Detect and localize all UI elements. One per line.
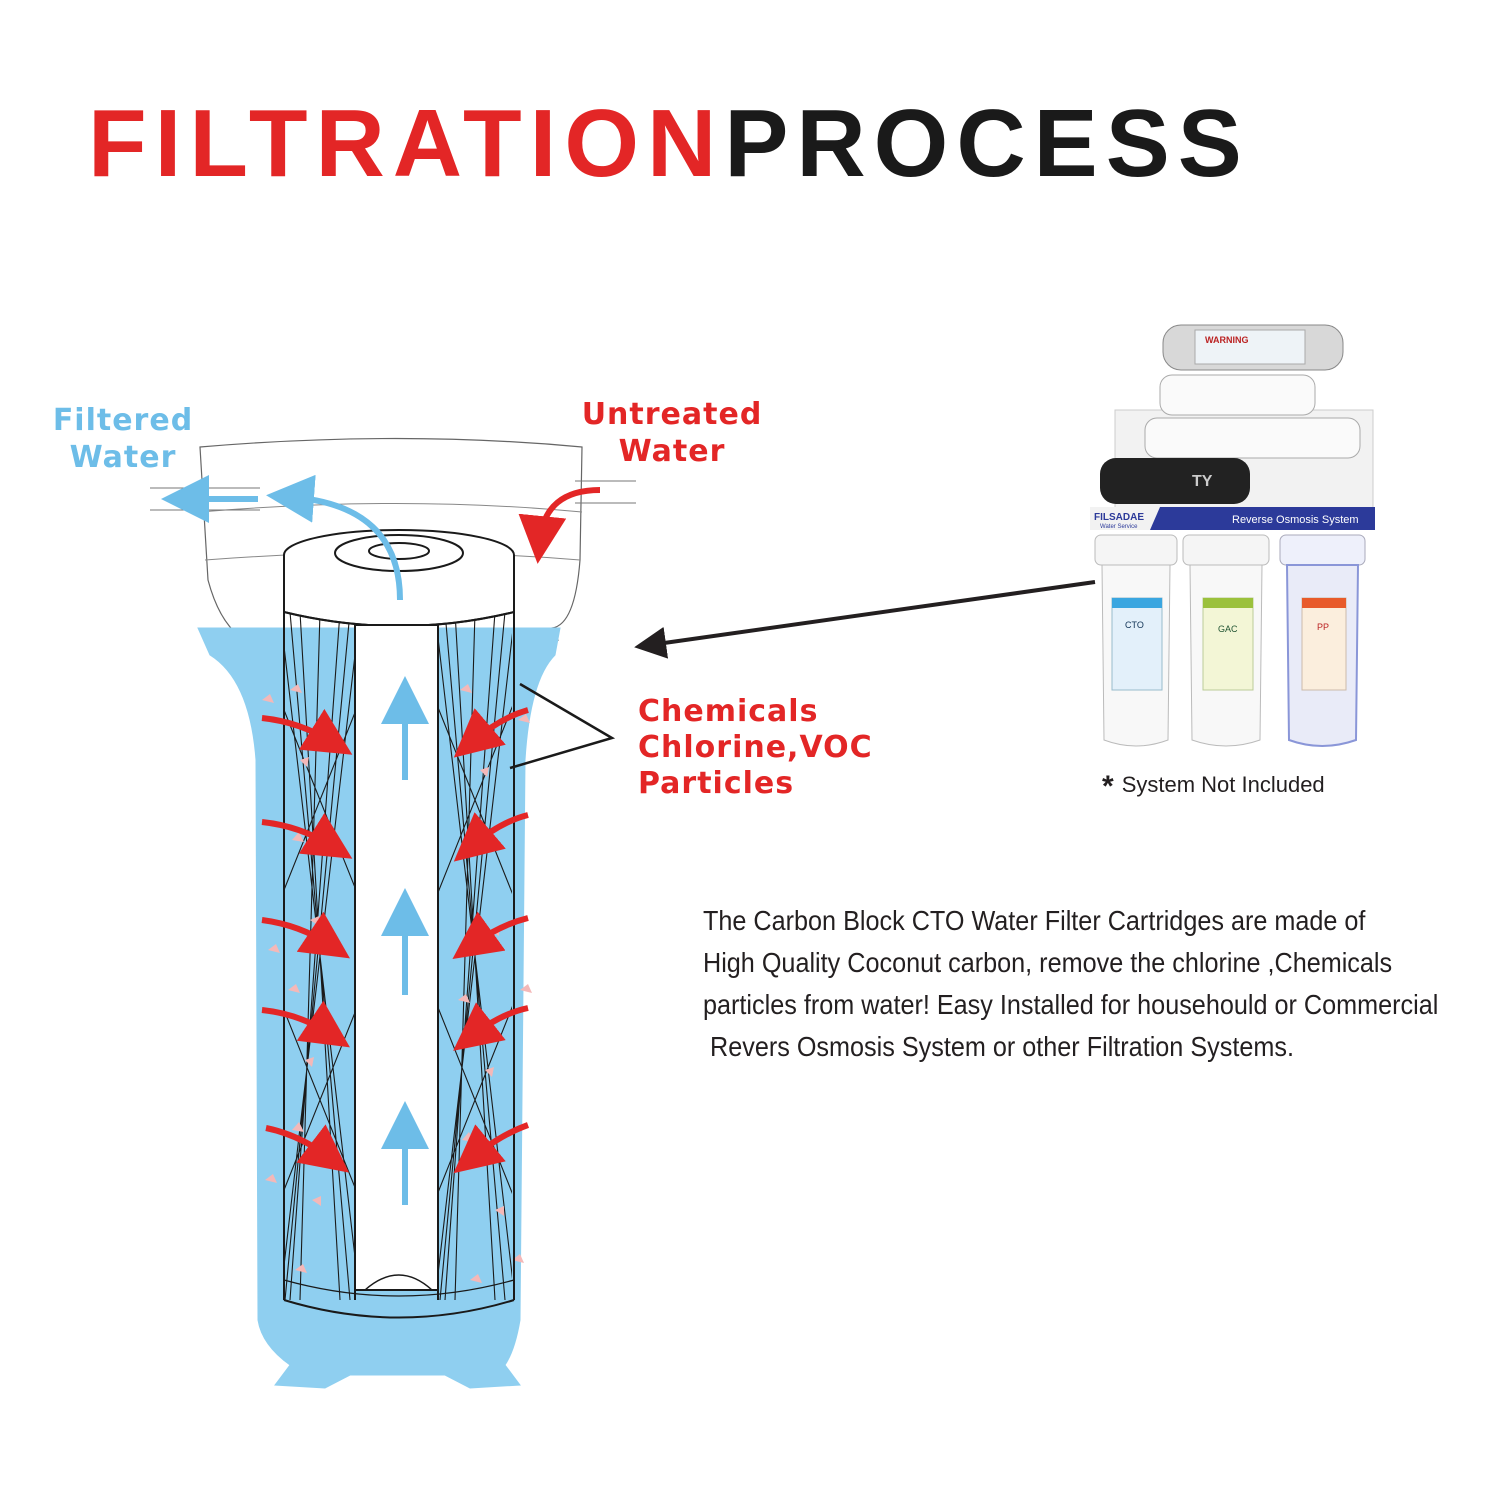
svg-text:CTO: CTO — [1125, 620, 1144, 630]
svg-text:Chemicals: Chemicals — [638, 694, 818, 729]
ro-system-photo: WARNING TY FILSADAE Water Service Revers… — [1090, 324, 1375, 747]
svg-text:Particles: Particles — [638, 766, 794, 801]
description-line: particles from water! Easy Installed for… — [703, 989, 1439, 1020]
note-text: System Not Included — [1121, 772, 1325, 797]
filter-housing-cto: CTO — [1094, 534, 1178, 747]
description: The Carbon Block CTO Water Filter Cartri… — [703, 900, 1493, 1068]
svg-text:TY: TY — [1192, 473, 1213, 490]
contaminant-pointer — [509, 682, 616, 770]
inflow-arrow — [518, 487, 601, 564]
svg-text:GAC: GAC — [1218, 624, 1238, 634]
filter-housing-gac: GAC — [1182, 534, 1270, 747]
system-pointer-arrow — [634, 580, 1096, 659]
contaminants-label: Chemicals Chlorine,VOC Particles — [638, 694, 873, 801]
description-line: The Carbon Block CTO Water Filter Cartri… — [703, 905, 1366, 936]
outflow-arrow — [161, 474, 403, 601]
svg-text:Reverse Osmosis System: Reverse Osmosis System — [1232, 514, 1359, 526]
untreated-water-label: Untreated Water — [582, 397, 763, 469]
page-title: FILTRATIONPROCESS — [88, 96, 1250, 192]
svg-text:Filtered: Filtered — [53, 403, 193, 438]
filter-housing-pp: PP — [1279, 534, 1366, 747]
svg-text:Water: Water — [70, 440, 177, 475]
description-line: Revers Osmosis System or other Filtratio… — [703, 1031, 1294, 1062]
svg-text:Water Service: Water Service — [1100, 524, 1138, 530]
svg-text:WARNING: WARNING — [1205, 335, 1249, 345]
system-not-included-note: * System Not Included — [1102, 770, 1325, 804]
svg-text:Water: Water — [619, 434, 726, 469]
filtered-water-label: Filtered Water — [53, 403, 193, 475]
title-part-process: PROCESS — [724, 90, 1250, 197]
asterisk-icon: * — [1102, 770, 1114, 803]
description-line: High Quality Coconut carbon, remove the … — [703, 947, 1393, 978]
title-part-filtration: FILTRATION — [88, 90, 725, 197]
inward-flow-arrows — [261, 707, 530, 1174]
svg-text:Untreated: Untreated — [582, 397, 763, 432]
svg-text:PP: PP — [1317, 622, 1329, 632]
cartridge-outline — [283, 529, 515, 1319]
svg-text:FILSADAE: FILSADAE — [1094, 512, 1144, 523]
svg-text:Chlorine,VOC: Chlorine,VOC — [638, 730, 873, 765]
